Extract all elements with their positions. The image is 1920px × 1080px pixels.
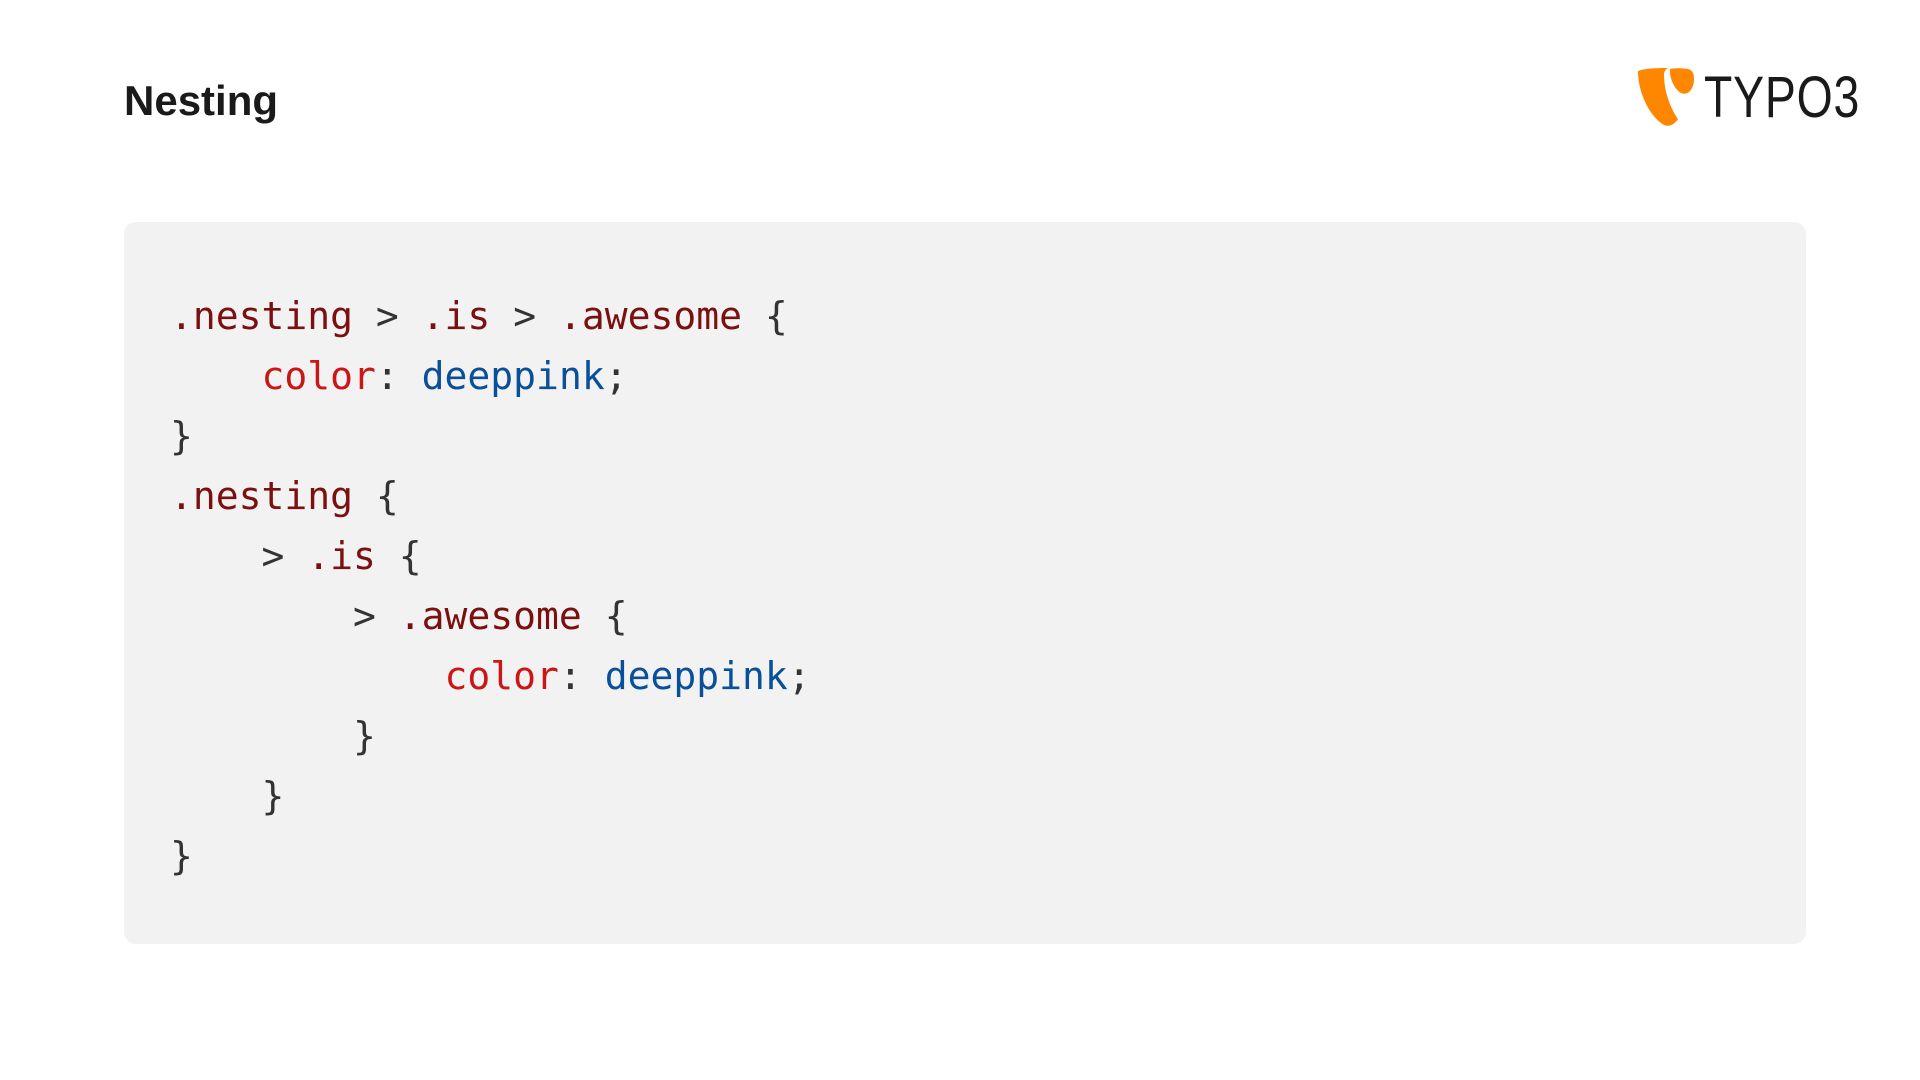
code-line: }	[170, 826, 811, 886]
code-line: }	[170, 766, 811, 826]
code-value: deeppink	[421, 354, 605, 398]
typo3-logo-text: TYPO3	[1704, 65, 1861, 130]
code-property: color	[261, 354, 376, 398]
code-line: color: deeppink;	[170, 646, 811, 706]
code-line: .nesting > .is > .awesome {	[170, 286, 811, 346]
code-punctuation: }	[170, 714, 376, 758]
code-line: > .awesome {	[170, 586, 811, 646]
code-selector: .awesome	[398, 594, 582, 638]
code-punctuation: }	[170, 834, 193, 878]
code-punctuation: >	[353, 294, 422, 338]
code-punctuation: ;	[787, 654, 811, 698]
code-punctuation: :	[558, 654, 605, 698]
code-selector: .nesting	[170, 294, 354, 338]
code-punctuation: {	[741, 294, 788, 338]
code-line: .nesting {	[170, 466, 811, 526]
code-property: color	[444, 654, 559, 698]
code-line: }	[170, 406, 811, 466]
code-punctuation: }	[170, 774, 285, 818]
code-punctuation: {	[581, 594, 628, 638]
typo3-logo: TYPO3	[1636, 64, 1859, 132]
code-selector: .awesome	[558, 294, 742, 338]
code-punctuation: ;	[604, 354, 628, 398]
code-punctuation: :	[375, 354, 422, 398]
code-punctuation	[170, 654, 445, 698]
slide-title: Nesting	[124, 77, 279, 124]
code-line: color: deeppink;	[170, 346, 811, 406]
code-punctuation: {	[375, 534, 422, 578]
code-selector: .is	[421, 294, 491, 338]
code-punctuation: }	[170, 414, 193, 458]
code-punctuation: >	[490, 294, 559, 338]
code-selector: .nesting	[170, 474, 354, 518]
code-punctuation: {	[353, 474, 399, 518]
code-panel: .nesting > .is > .awesome { color: deepp…	[124, 222, 1806, 944]
typo3-logo-icon	[1638, 68, 1694, 126]
code-punctuation: >	[170, 534, 308, 578]
code-block: .nesting > .is > .awesome { color: deepp…	[170, 286, 811, 886]
code-line: > .is {	[170, 526, 811, 586]
code-punctuation: >	[170, 594, 399, 638]
code-value: deeppink	[604, 654, 788, 698]
code-punctuation	[170, 354, 262, 398]
code-selector: .is	[307, 534, 376, 578]
code-line: }	[170, 706, 811, 766]
